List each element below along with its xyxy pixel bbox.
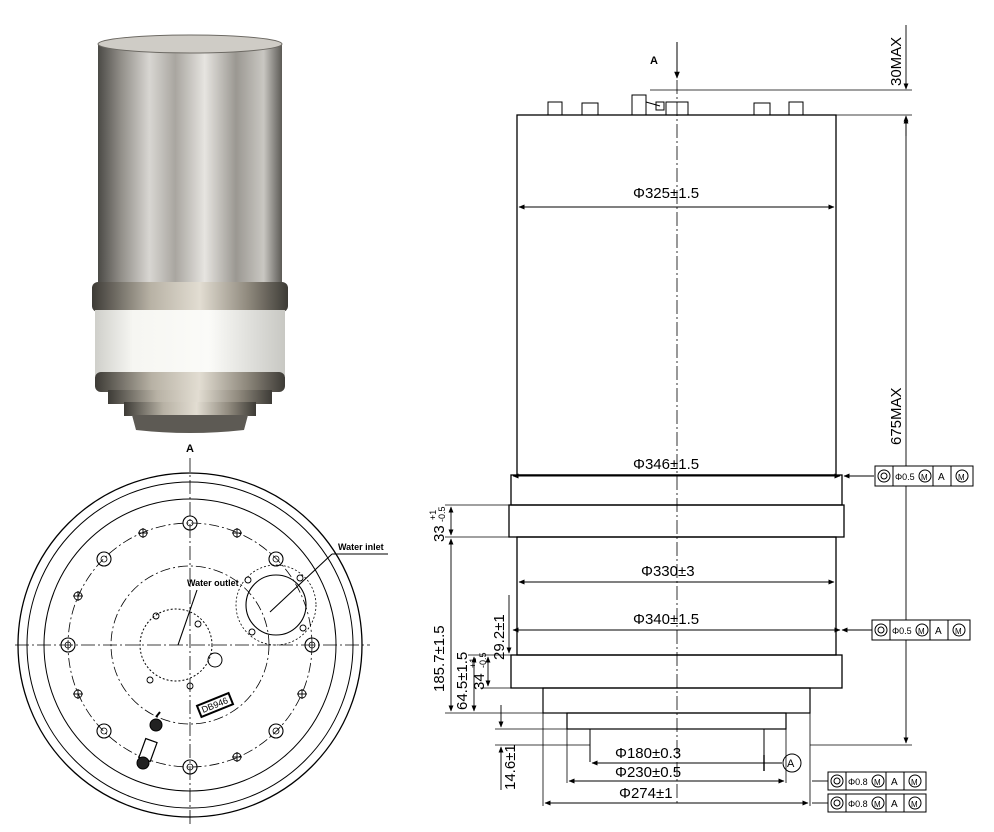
water-outlet-label: Water outlet: [187, 578, 239, 588]
water-inlet-leader: [269, 553, 333, 613]
front-view: A: [445, 25, 912, 806]
tube-upper-shell: [98, 38, 282, 286]
tolerance-frame-4: Φ0.8 M A M: [827, 793, 927, 813]
dim-d180: Φ180±0.3: [615, 745, 681, 762]
tolerance-frame-3: Φ0.8 M A M: [827, 771, 927, 791]
lower-flange: [510, 654, 843, 689]
inner-pitch-circle: [110, 565, 270, 725]
dim-14-6: 14.6±1: [502, 744, 519, 790]
bolt-circle: [67, 522, 313, 768]
tube-ceramic-insulator: [95, 310, 285, 376]
tube-flange-band: [92, 282, 288, 312]
svg-text:M: M: [955, 627, 962, 636]
svg-text:M: M: [958, 473, 965, 482]
top-terminals: [547, 94, 804, 116]
dim-d340: Φ340±1.5: [633, 611, 699, 628]
bolt-holes: [60, 515, 320, 775]
flange-circle: [43, 498, 337, 792]
svg-text:A: A: [891, 777, 898, 788]
svg-text:Φ0.5: Φ0.5: [895, 472, 915, 482]
flange-lip: [508, 504, 845, 538]
flange-ring: [510, 474, 843, 506]
tube-base: [132, 415, 248, 433]
connector-fittings: [136, 711, 163, 770]
dim-33: 33: [431, 525, 448, 542]
dim-34: 34: [471, 673, 488, 690]
dim-34-tol-minus: -0.5: [478, 652, 488, 668]
base-step-2: [566, 712, 787, 730]
marking-plate: DB946: [195, 691, 235, 719]
water-outlet-leader: [177, 589, 198, 646]
dim-33-tol-plus: +1: [428, 510, 438, 520]
svg-text:M: M: [918, 627, 925, 636]
dim-185-7: 185.7±1.5: [431, 625, 448, 692]
tube-lower-step-1: [108, 390, 272, 404]
dim-33-tol-minus: -0.5: [437, 506, 447, 522]
tolerance-frame-2: Φ0.5 M A M: [871, 619, 971, 641]
outer-rim-inner-circle: [26, 481, 354, 809]
tube-top-rim: [97, 34, 283, 54]
svg-text:A: A: [938, 472, 945, 483]
water-inlet-pitch-circle: [235, 564, 317, 646]
dim-d330: Φ330±3: [641, 563, 695, 580]
bottom-view-label-a: A: [186, 443, 194, 455]
dimension-texts: Φ325±1.5 Φ346±1.5 Φ330±3 Φ340±1.5 Φ180±0…: [428, 37, 905, 802]
ceramic-section: [516, 536, 837, 656]
dim-30max: 30MAX: [888, 37, 905, 86]
svg-text:A: A: [935, 626, 942, 637]
tube-lower-band: [95, 372, 285, 392]
svg-text:M: M: [874, 800, 881, 809]
dim-675max: 675MAX: [888, 387, 905, 445]
dim-d230: Φ230±0.5: [615, 764, 681, 781]
datum-a-label: A: [787, 758, 795, 770]
water-outlet-circle: [139, 608, 213, 682]
tube-lower-step-2: [124, 402, 256, 416]
outer-rim-circle: [17, 472, 363, 818]
svg-text:Φ0.5: Φ0.5: [892, 626, 912, 636]
svg-text:M: M: [911, 778, 918, 787]
bottom-view: A: [15, 443, 388, 825]
water-inlet-label: Water inlet: [338, 542, 384, 552]
upper-anode-body: [516, 114, 837, 476]
svg-text:Φ0.8: Φ0.8: [848, 777, 868, 787]
tolerance-frame-1: Φ0.5 M A M: [874, 465, 974, 487]
tube-photo: [92, 34, 288, 433]
dim-d325: Φ325±1.5: [633, 185, 699, 202]
svg-text:M: M: [874, 778, 881, 787]
svg-text:Φ0.8: Φ0.8: [848, 799, 868, 809]
view-a-label: A: [650, 55, 658, 67]
water-inlet-circle: [245, 574, 307, 636]
dim-34-tol-plus: +1: [468, 658, 478, 668]
dim-64-5: 64.5±1.5: [454, 652, 471, 710]
small-port-circle: [207, 652, 223, 668]
svg-text:M: M: [921, 473, 928, 482]
svg-text:A: A: [891, 799, 898, 810]
dim-29-2: 29.2±1: [491, 614, 508, 660]
dim-d346: Φ346±1.5: [633, 456, 699, 473]
base-step-1: [542, 687, 811, 714]
svg-text:M: M: [911, 800, 918, 809]
dim-d274: Φ274±1: [619, 785, 673, 802]
